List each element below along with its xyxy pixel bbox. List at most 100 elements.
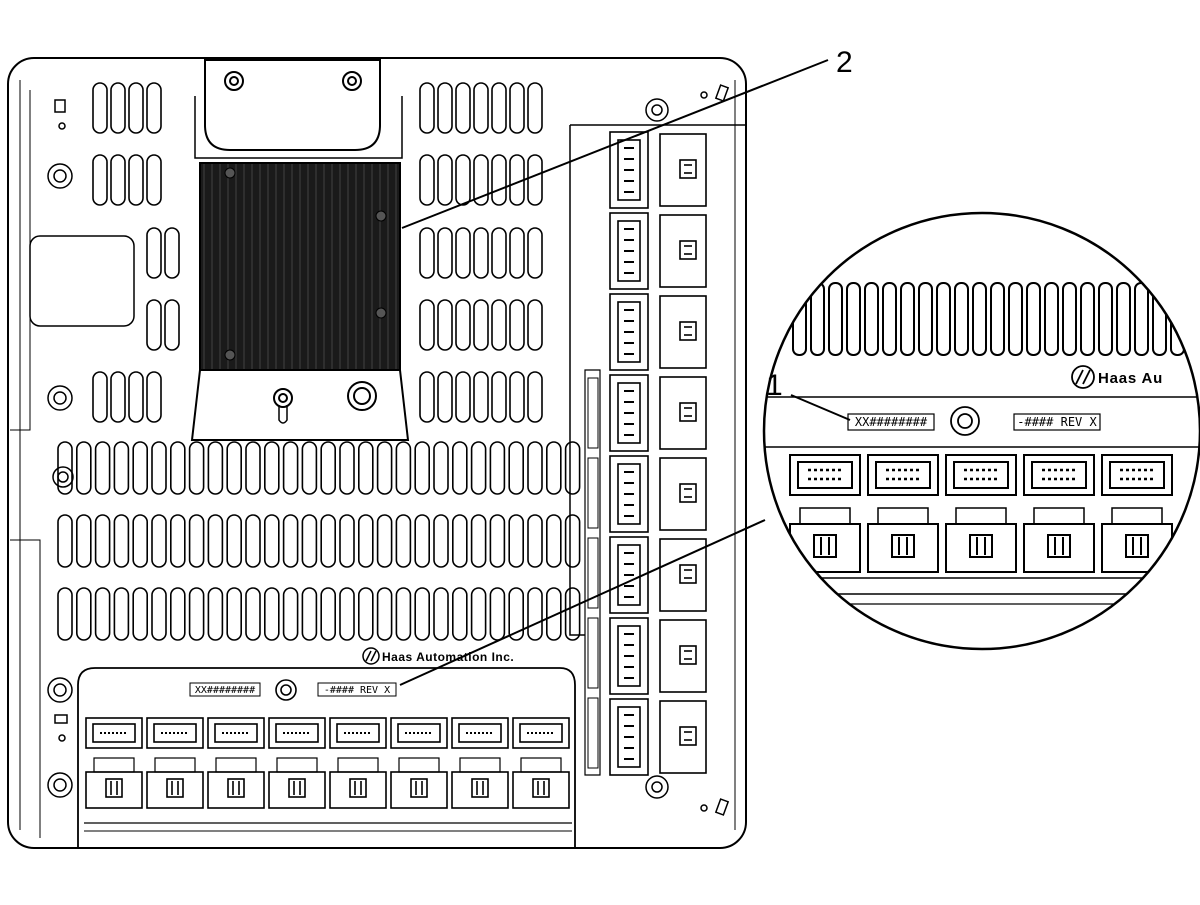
- vent-slot: [527, 441, 543, 495]
- bottom-connector: [512, 717, 570, 809]
- side-connector: [609, 698, 707, 776]
- haas-logo-icon: [362, 647, 380, 665]
- zoom-connector: [945, 454, 1017, 573]
- vent-slot: [451, 441, 468, 495]
- vent-slot: [57, 514, 73, 568]
- vent-slot: [76, 441, 92, 495]
- vent-slot: [110, 371, 126, 423]
- zoom-vent-slot: [900, 282, 915, 356]
- edge-connector: [587, 457, 599, 529]
- vent-slot: [263, 587, 280, 641]
- zoom-vent-slot: [1026, 282, 1041, 356]
- vent-slot: [207, 441, 224, 495]
- zoom-serial-label: XX########: [855, 415, 928, 429]
- vent-slot: [437, 227, 453, 279]
- vent-slot: [414, 441, 431, 495]
- edge-connector: [587, 697, 599, 769]
- vent-slot: [491, 82, 507, 134]
- vent-slot: [470, 514, 487, 568]
- heatsink: [199, 162, 401, 371]
- vent-slot: [473, 299, 489, 351]
- vent-slot: [110, 82, 126, 134]
- vent-slot: [455, 227, 471, 279]
- side-connector: [609, 374, 707, 452]
- vent-slot: [357, 441, 374, 495]
- vent-slot: [151, 514, 167, 568]
- vent-slot: [395, 514, 412, 568]
- vent-slot: [509, 82, 525, 134]
- vent-slot: [527, 587, 543, 641]
- zoom-rev-label: -#### REV X: [1017, 415, 1097, 429]
- zoom-vent-slot: [828, 282, 843, 356]
- vent-slot: [414, 587, 431, 641]
- zoom-detail: Haas Au XX######## -#### REV X: [762, 211, 1200, 651]
- vent-slot: [94, 587, 111, 641]
- vent-slot: [263, 441, 280, 495]
- vent-slot: [491, 299, 507, 351]
- callout-leaders: [399, 59, 829, 686]
- vent-slot: [473, 82, 489, 134]
- vent-slot: [455, 82, 471, 134]
- vent-slot: [527, 82, 543, 134]
- vent-slot: [489, 441, 506, 495]
- heatsink-lower-bracket: [190, 369, 410, 441]
- vent-slot: [437, 371, 453, 423]
- zoom-vent-slot: [1062, 282, 1077, 356]
- vent-slot: [419, 82, 435, 134]
- vent-slot: [301, 514, 318, 568]
- bottom-connector-panel: [77, 667, 576, 848]
- vent-slot: [207, 587, 224, 641]
- vent-slot: [451, 587, 468, 641]
- vent-slot: [128, 154, 144, 206]
- bottom-connector: [390, 717, 448, 809]
- vent-slot: [76, 514, 92, 568]
- edge-connector: [587, 377, 599, 449]
- vent-slot: [146, 299, 162, 351]
- vent-slot: [94, 514, 111, 568]
- vent-slot: [188, 441, 205, 495]
- vent-slot: [282, 514, 299, 568]
- right-connector-column: [569, 124, 745, 776]
- vent-slot: [545, 587, 562, 641]
- vent-slot: [455, 371, 471, 423]
- zoom-vent-slot: [990, 282, 1005, 356]
- zoom-vent-slot: [1044, 282, 1059, 356]
- vent-slot: [564, 514, 581, 568]
- vent-slot: [320, 441, 337, 495]
- vent-slot: [414, 514, 431, 568]
- vent-slot: [113, 587, 130, 641]
- vent-slot: [564, 587, 581, 641]
- vent-slot: [128, 371, 144, 423]
- vent-slot: [301, 441, 318, 495]
- vent-slot: [376, 514, 393, 568]
- vent-slot: [489, 514, 506, 568]
- vent-slot: [491, 154, 507, 206]
- vent-slot: [245, 587, 261, 641]
- vent-slot: [419, 227, 435, 279]
- vent-slot: [491, 371, 507, 423]
- vent-slot: [146, 154, 162, 206]
- zoom-vent-slot: [936, 282, 951, 356]
- vent-slot: [128, 82, 144, 134]
- vent-slot: [455, 154, 471, 206]
- vent-slot: [92, 82, 108, 134]
- vent-slot: [470, 587, 487, 641]
- vent-slot: [509, 371, 525, 423]
- board-brand-text: Haas Automation Inc.: [382, 650, 514, 664]
- vent-slot: [527, 154, 543, 206]
- vent-slot: [339, 514, 355, 568]
- vent-slot: [113, 514, 130, 568]
- vent-slot: [94, 441, 111, 495]
- vent-slot: [57, 587, 73, 641]
- vent-slot: [146, 82, 162, 134]
- vent-slots: [57, 82, 581, 641]
- side-connector: [609, 455, 707, 533]
- vent-slot: [419, 299, 435, 351]
- vent-slot: [545, 514, 562, 568]
- callout-1-leader: [790, 394, 851, 421]
- vent-slot: [263, 514, 280, 568]
- vent-slot: [282, 587, 299, 641]
- vent-slot: [473, 227, 489, 279]
